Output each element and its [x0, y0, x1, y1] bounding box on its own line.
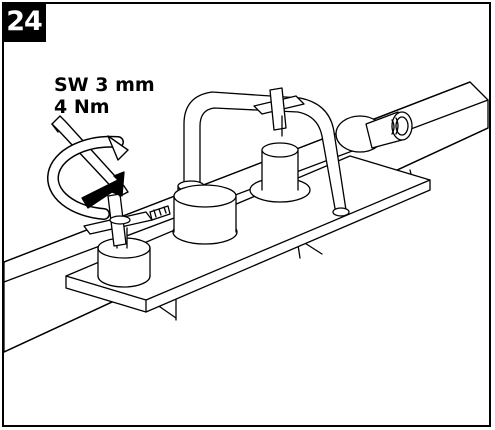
hose-connector — [335, 111, 413, 153]
step-number-badge: 24 — [2, 2, 46, 42]
grub-screw — [149, 205, 171, 221]
left-valve — [97, 227, 151, 288]
allen-key-icon — [51, 115, 129, 197]
spout — [172, 91, 350, 245]
tool-size-label: SW 3 mm — [54, 74, 155, 96]
direction-arrow-icon — [81, 171, 125, 209]
rotate-arrow-icon — [47, 135, 129, 220]
back-cross-handle — [253, 87, 305, 137]
torque-label: 4 Nm — [54, 96, 110, 118]
right-valve — [249, 142, 311, 203]
